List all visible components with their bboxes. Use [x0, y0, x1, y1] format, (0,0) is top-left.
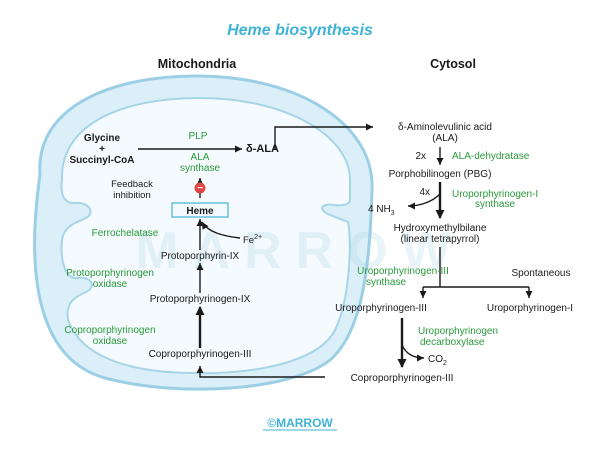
section-cytosol: Cytosol: [430, 57, 476, 71]
feedback-label-line2: inhibition: [113, 190, 151, 201]
node-ala-abbr: (ALA): [432, 133, 458, 144]
label-2x: 2x: [415, 151, 426, 162]
enzyme-ala-dehydratase: ALA-dehydratase: [452, 151, 530, 162]
node-succinyl-coa: Succinyl-CoA: [69, 155, 134, 166]
node-nh3: 4 NH3: [368, 204, 395, 217]
node-hmb: Hydroxymethylbilane: [394, 223, 487, 234]
enzyme-ala-synthase-line2: synthase: [180, 163, 220, 174]
mitochondrion-shape: [33, 74, 374, 391]
enzyme-cpo-line2: oxidase: [93, 336, 128, 347]
node-fe: Fe2+: [243, 234, 262, 246]
feedback-label-line1: Feedback: [111, 179, 153, 190]
node-pbg: Porphobilinogen (PBG): [389, 169, 492, 180]
arrow-co2-release: [401, 344, 425, 362]
logo-text: ©MARROW: [267, 416, 333, 430]
node-hmb-sub: (linear tetrapyrrol): [401, 234, 480, 245]
enzyme-uro3-synthase-line1: Uroporphyrinogen-III: [357, 266, 449, 277]
node-heme: Heme: [186, 206, 214, 217]
section-mitochondria: Mitochondria: [158, 57, 238, 71]
enzyme-uro-decarb-line2: decarboxylase: [420, 337, 485, 348]
enzyme-ppo-line1: Protoporphyrinogen: [66, 268, 154, 279]
plus-sign: +: [99, 144, 105, 155]
diagram-title: Heme biosynthesis: [227, 22, 373, 39]
enzyme-uro1-synthase-line2: synthase: [475, 199, 515, 210]
node-urogen-i: Uroporphyrinogen-I: [487, 303, 573, 314]
node-protoporphyrinogen-ix: Protoporphyrinogen-IX: [150, 294, 251, 305]
enzyme-uro3-synthase-line2: synthase: [366, 277, 406, 288]
node-delta-ala: δ-ALA: [246, 143, 279, 155]
node-coproporphyrinogen-iii-cyto: Coproporphyrinogen-III: [351, 373, 454, 384]
enzyme-ala-synthase-line1: ALA: [191, 152, 210, 163]
node-co2: CO2: [428, 354, 447, 367]
label-4x: 4x: [419, 187, 430, 198]
node-coproporphyrinogen-iii-mito: Coproporphyrinogen-III: [149, 349, 252, 360]
enzyme-uro-decarb-line1: Uroporphyrinogen: [418, 326, 498, 337]
node-protoporphyrin-ix: Protoporphyrin-IX: [161, 251, 240, 262]
enzyme-ppo-line2: oxidase: [93, 279, 128, 290]
inhibit-minus: −: [197, 183, 203, 194]
arrow-nh3-release: [407, 193, 441, 210]
enzyme-plp: PLP: [189, 131, 208, 142]
node-urogen-iii: Uroporphyrinogen-III: [335, 303, 427, 314]
node-ala-full: δ-Aminolevulinic acid: [398, 122, 492, 133]
enzyme-uro1-synthase-line1: Uroporphyrinogen-I: [452, 189, 538, 200]
enzyme-cpo-line1: Coproporphyrinogen: [64, 325, 155, 336]
node-glycine: Glycine: [84, 133, 121, 144]
watermark-text: MARROW: [135, 222, 465, 280]
fe-arrow: [201, 221, 241, 239]
marrow-logo: ©MARROW: [263, 416, 337, 431]
arrow-ala-export: [274, 123, 373, 150]
arrow-coprogen-import: [196, 366, 325, 378]
heme-box: [171, 202, 229, 218]
enzyme-ferrochelatase: Ferrochelatase: [92, 228, 159, 239]
label-spontaneous: Spontaneous: [512, 268, 571, 279]
inhibit-symbol: −: [194, 182, 206, 194]
